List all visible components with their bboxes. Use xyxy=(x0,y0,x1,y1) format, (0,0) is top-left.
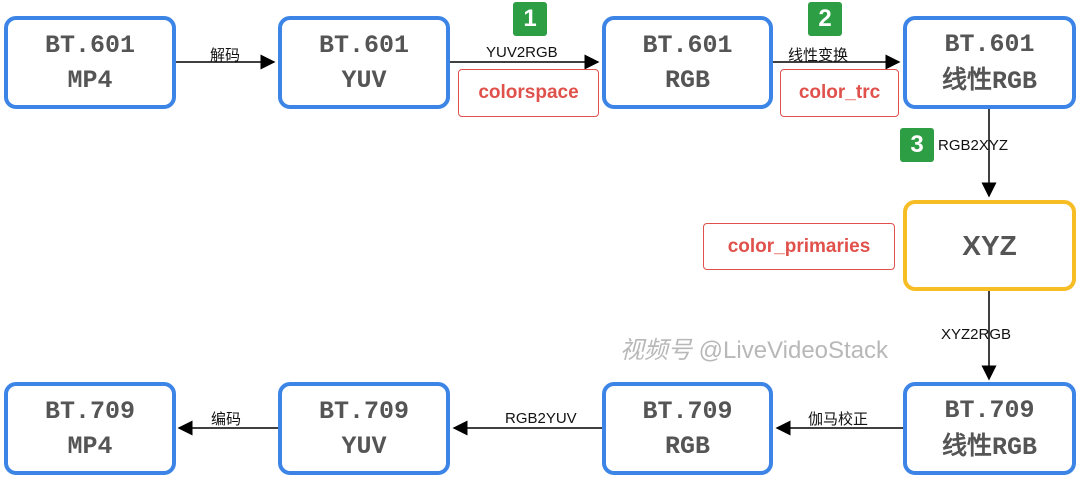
node-line1: BT.709 xyxy=(318,396,409,426)
watermark-handle: @LiveVideoStack xyxy=(698,337,889,364)
node-line2: RGB xyxy=(664,431,710,461)
watermark-logo: 视频号 xyxy=(620,337,692,364)
node-line2: YUV xyxy=(341,431,387,461)
node-line1: BT.601 xyxy=(944,29,1035,59)
node-bt709-linear-rgb: BT.709 线性RGB xyxy=(903,382,1076,475)
node-line1: XYZ xyxy=(962,230,1017,261)
node-line2: MP4 xyxy=(67,65,113,95)
node-xyz: XYZ xyxy=(903,200,1076,291)
node-line2-cn: 线性 xyxy=(941,64,992,94)
node-bt601-linear-rgb: BT.601 线性RGB xyxy=(903,16,1076,109)
step-badge-1: 1 xyxy=(513,2,547,36)
node-line1: BT.709 xyxy=(944,395,1035,425)
edge-label-yuv2rgb: YUV2RGB xyxy=(486,44,558,61)
watermark: 视频号 @LiveVideoStack xyxy=(620,330,888,365)
param-colorspace: colorspace xyxy=(458,69,599,117)
edge-label-linear: 线性变换 xyxy=(788,47,849,64)
node-line2: MP4 xyxy=(67,431,113,461)
node-line1: BT.601 xyxy=(44,30,135,60)
param-color-trc: color_trc xyxy=(780,69,899,117)
node-line2: RGB xyxy=(664,65,710,95)
edge-label-rgb2xyz: RGB2XYZ xyxy=(938,137,1009,154)
edge-label-rgb2yuv: RGB2YUV xyxy=(505,410,577,427)
param-color-primaries: color_primaries xyxy=(703,223,895,270)
node-line2-cn: 线性 xyxy=(941,430,992,460)
node-line1: BT.601 xyxy=(318,30,409,60)
node-line1: BT.601 xyxy=(642,30,733,60)
edge-label-encode: 编码 xyxy=(211,411,242,428)
node-line2-en: RGB xyxy=(992,432,1038,462)
node-line2-en: RGB xyxy=(992,66,1038,96)
edge-label-decode: 解码 xyxy=(210,47,241,64)
node-line1: BT.709 xyxy=(44,396,135,426)
node-line1: BT.709 xyxy=(642,396,733,426)
edge-label-gamma: 伽马校正 xyxy=(808,411,869,428)
node-line2: YUV xyxy=(341,65,387,95)
edge-label-xyz2rgb: XYZ2RGB xyxy=(941,326,1012,343)
step-badge-2: 2 xyxy=(808,2,842,36)
step-badge-3: 3 xyxy=(900,128,934,162)
